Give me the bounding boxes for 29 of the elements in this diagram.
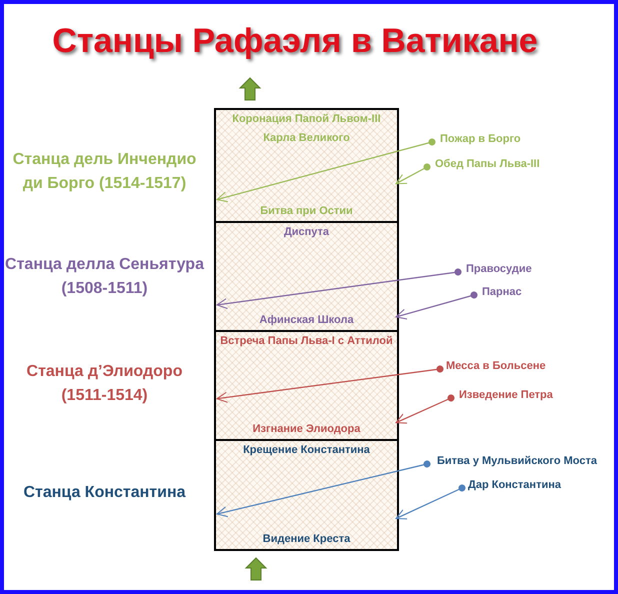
fresco-label: Обед Папы Льва-III [435,158,540,170]
leader-line [216,460,430,518]
fresco-label: Изведение Петра [459,389,553,401]
fresco-label: Месса в Больсене [446,360,546,372]
room-name: Станца делла Сеньятура (1508-1511) [4,255,206,299]
title: Станцы Рафаэля в Ватикане [51,22,539,61]
leader-line [396,394,454,424]
room-name: Станца Константина [22,483,187,503]
fresco-name: Видение Креста [262,532,352,547]
leader-line [216,268,462,310]
leader-line [216,138,436,202]
fresco-name: Битва при Остии [259,204,354,219]
fresco-label: Парнас [482,286,522,298]
fresco-label: Пожар в Борго [440,133,521,145]
fresco-name: Диспута [282,225,330,240]
fresco-label: Правосудие [466,263,532,275]
leader-line [396,292,478,320]
fresco-name: Афинская Школа [258,313,355,328]
leader-line [396,484,466,520]
fresco-label: Битва у Мульвийского Моста [437,455,597,467]
fresco-name: Изгнание Элиодора [252,422,362,437]
fresco-label: Дар Константина [468,479,561,491]
fresco-name: Встреча Папы Льва-I с Аттилой [219,334,394,349]
room-name: Станца дель Инчендио ди Борго (1514-1517) [12,150,198,194]
fresco-name: Коронация Папой Львом-III Карла Великого [231,112,382,146]
room-name: Станца д’Элиодоро (1511-1514) [26,362,184,406]
leader-line [396,164,430,184]
leader-line [216,366,444,403]
fresco-name: Крещение Константина [242,443,371,458]
